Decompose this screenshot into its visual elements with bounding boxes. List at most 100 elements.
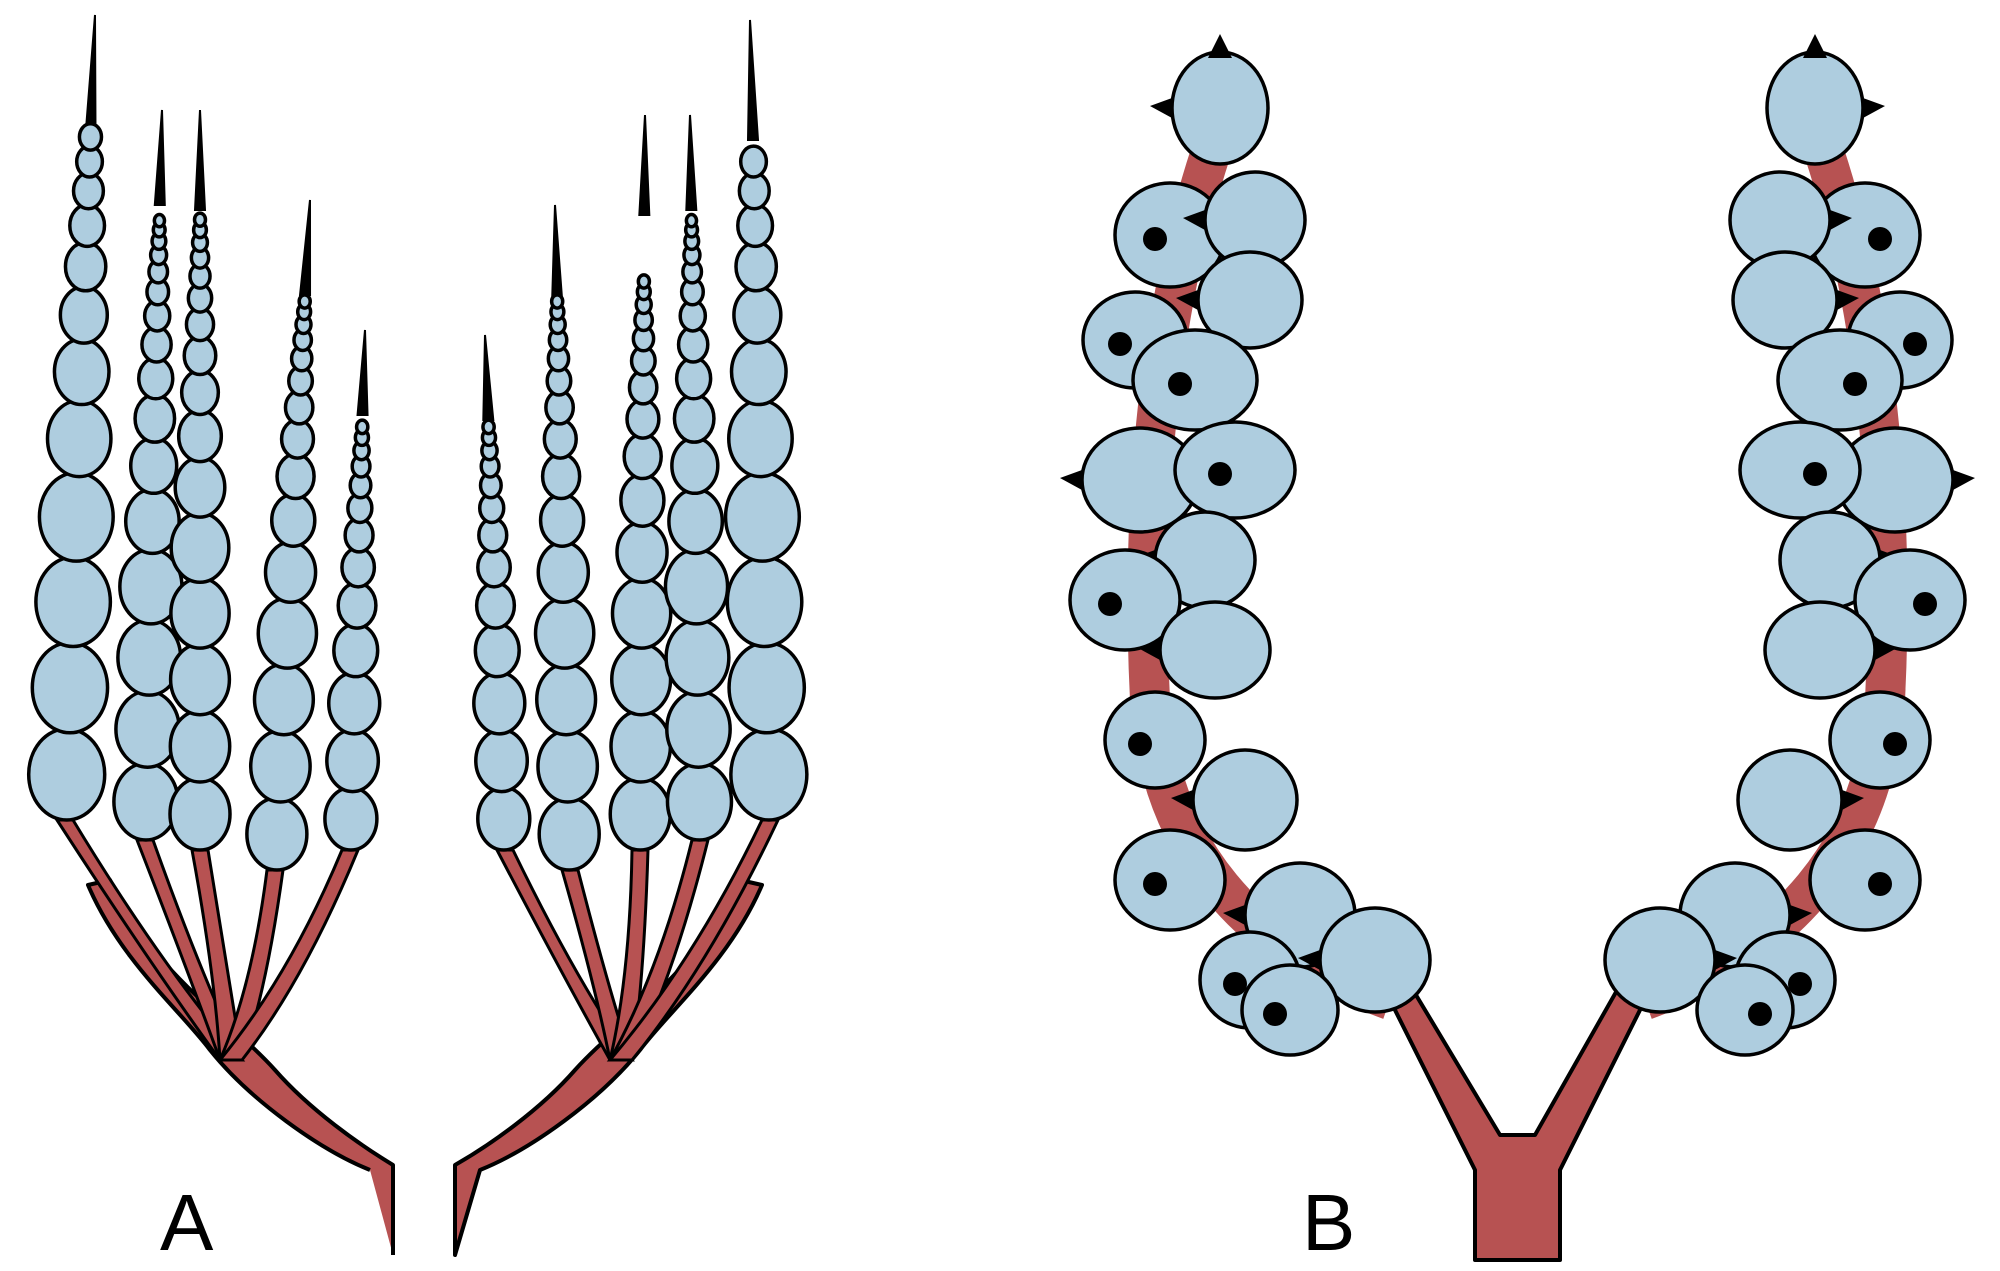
panel-a-cell: [176, 408, 224, 464]
panel-b-cell-nucleus: [1143, 227, 1167, 251]
panel-a-cell: [723, 470, 802, 563]
panel-b-cell: [1765, 50, 1865, 166]
panel-a-cell: [340, 546, 377, 589]
panel-b-cell-nucleus: [1208, 462, 1232, 486]
panel-a-cell: [732, 285, 783, 345]
panel-a-cell: [608, 776, 672, 852]
panel-a-cell: [263, 540, 318, 605]
panel-b-cell: [1068, 548, 1182, 652]
panel-a-cell: [37, 470, 115, 563]
panel-b-cell-nucleus: [1168, 372, 1192, 396]
panel-a-cell: [336, 581, 378, 630]
panel-a-cell: [173, 455, 227, 519]
panel-b-cell: [1776, 328, 1904, 432]
panel-a-cell: [30, 640, 110, 735]
panel-a-cell: [534, 662, 598, 737]
panel-b-top-tip: [1803, 34, 1827, 58]
panel-b-cell-nucleus: [1803, 462, 1827, 486]
panel-a-cell: [473, 622, 521, 679]
panel-a-cell: [63, 240, 108, 293]
panel-a-branched-chains: [26, 14, 809, 1257]
panel-b-cell-nucleus: [1108, 332, 1132, 356]
panel-a-cell: [670, 436, 720, 496]
panel-b-cell: [1695, 963, 1795, 1057]
panel-a-cell: [52, 337, 111, 407]
panel-a-cell: [323, 785, 379, 852]
panel-a-cell: [245, 796, 309, 872]
panel-a-cell: [738, 144, 769, 179]
panel-b-cell: [1113, 828, 1227, 932]
panel-a-cell: [168, 642, 232, 717]
panel-a-cell: [325, 728, 381, 794]
panel-b-cell: [1736, 748, 1844, 852]
panel-a-cell: [168, 708, 232, 784]
panel-a-cell: [481, 418, 496, 436]
panel-b-u-shaped-chains: [1060, 34, 1975, 1262]
panel-a-cell: [622, 432, 663, 481]
panel-a-cell: [34, 555, 113, 649]
panel-b-cell-nucleus: [1748, 1002, 1772, 1026]
panel-a-cell: [727, 640, 807, 735]
panel-a-cell: [137, 356, 175, 401]
panel-a-chain-tip: [298, 199, 312, 296]
panel-a-cell: [665, 761, 734, 842]
panel-a-chain-tip: [551, 204, 564, 301]
panel-b-stalk: [1388, 983, 1647, 1262]
panel-a-cell: [667, 487, 725, 556]
panel-a-cell: [168, 776, 232, 852]
panel-a-cell: [45, 398, 113, 479]
panel-b-cell-tip: [1060, 470, 1082, 490]
panel-b-cell-tip: [1863, 98, 1885, 118]
panel-b-cell: [1828, 690, 1932, 790]
panel-a-cell: [734, 240, 779, 293]
panel-a-cell: [540, 452, 582, 501]
panel-a-cell: [672, 393, 716, 444]
panel-b-cell-nucleus: [1843, 372, 1867, 396]
panel-a-cell: [636, 273, 652, 290]
panel-b-cell: [1808, 828, 1922, 932]
panel-a-cell: [129, 436, 179, 496]
panel-a-cell: [248, 728, 312, 804]
panel-b-cells: [1060, 34, 1975, 1057]
panel-a-cell: [297, 293, 312, 310]
panel-label-a: A: [160, 1178, 214, 1267]
panel-a-cell-chains: [26, 14, 809, 872]
panel-b-cell-nucleus: [1868, 227, 1892, 251]
panel-b-cell: [1191, 748, 1299, 852]
panel-b-cell-nucleus: [1098, 592, 1122, 616]
panel-b-cell-nucleus: [1223, 972, 1247, 996]
panel-b-cell-tip: [1183, 210, 1205, 230]
panel-b-cell-nucleus: [1903, 332, 1927, 356]
panel-b-cell: [1853, 548, 1967, 652]
panel-b-cell: [1170, 50, 1270, 166]
panel-a-chain-tip: [193, 109, 207, 211]
panel-b-cell-nucleus: [1883, 732, 1907, 756]
panel-a-cell: [549, 293, 565, 310]
panel-a-cell: [179, 368, 221, 417]
panel-a-cell: [472, 670, 527, 736]
panel-a-cell: [279, 418, 316, 460]
panel-b-cell-tip: [1223, 905, 1245, 925]
panel-b-cell: [1158, 600, 1272, 700]
panel-a-chain-tip: [685, 114, 698, 211]
panel-a-cell: [169, 511, 231, 585]
panel-a-cell: [736, 203, 775, 249]
panel-a-cell: [474, 581, 517, 630]
panel-a-cell: [615, 520, 669, 585]
panel-b-cell-nucleus: [1913, 592, 1937, 616]
panel-b-cell-tip: [1875, 640, 1897, 660]
panel-a-cell: [474, 728, 530, 794]
panel-b-cell-tip: [1842, 790, 1864, 810]
panel-b-cell-nucleus: [1263, 1002, 1287, 1026]
panel-b-cell-tip: [1150, 98, 1172, 118]
panel-b-cell-nucleus: [1788, 972, 1812, 996]
panel-a-chain-tip: [153, 109, 166, 206]
panel-a-cell: [729, 337, 788, 407]
panel-b-cell: [1763, 600, 1877, 700]
panel-b-cell: [1240, 963, 1340, 1057]
panel-a-cell: [256, 596, 319, 670]
panel-b-cell-nucleus: [1128, 732, 1152, 756]
panel-b-cell: [1738, 420, 1862, 520]
panel-b-cell-nucleus: [1143, 872, 1167, 896]
